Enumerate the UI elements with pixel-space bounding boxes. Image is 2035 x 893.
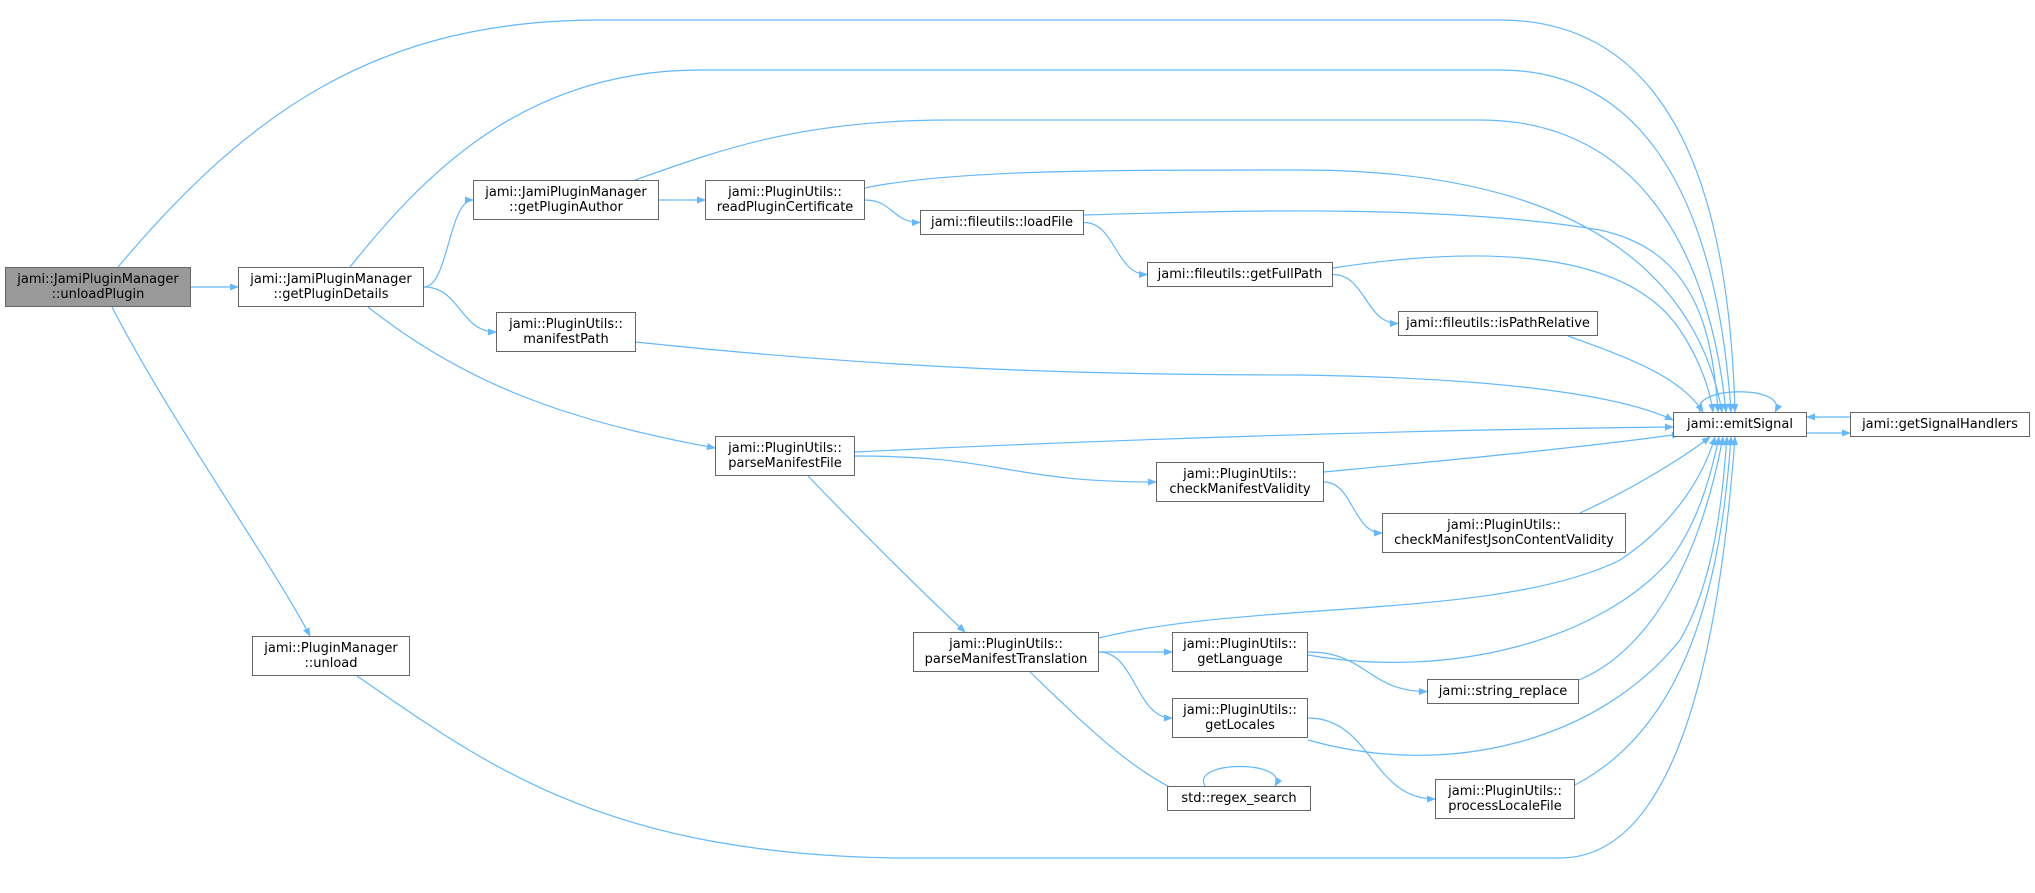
edge-parseManifestFile-to-parseManifestTranslation [807, 475, 966, 633]
edge-getPluginDetails-to-manifestPath [423, 286, 497, 336]
node-label-line: jami::fileutils::getFullPath [1157, 267, 1323, 282]
node-manifestPath[interactable]: jami::PluginUtils::manifestPath [496, 312, 636, 352]
node-label-line: jami::PluginUtils:: [949, 637, 1063, 652]
edge-getLocales-to-processLocaleFile [1307, 717, 1436, 803]
edge-getPluginDetails-to-getPluginAuthor [423, 196, 474, 288]
node-label-line: std::regex_search [1181, 791, 1297, 806]
node-label-line: getLocales [1205, 718, 1275, 733]
node-label-line: checkManifestJsonContentValidity [1394, 533, 1614, 548]
node-label-line: jami::PluginUtils:: [509, 317, 623, 332]
edge-parseManifestTranslation-to-getLocales [1098, 651, 1173, 722]
edge-manifestPath-to-emitSignal [635, 341, 1674, 421]
node-isPathRelative[interactable]: jami::fileutils::isPathRelative [1398, 311, 1598, 336]
node-parseManifestTranslation[interactable]: jami::PluginUtils::parseManifestTranslat… [913, 632, 1099, 672]
node-label-line: jami::fileutils::loadFile [930, 215, 1074, 230]
node-label-line: checkManifestValidity [1169, 482, 1311, 497]
edge-readPluginCertificate-to-emitSignal [864, 169, 1725, 413]
node-getPluginDetails[interactable]: jami::JamiPluginManager::getPluginDetail… [238, 267, 424, 307]
node-readPluginCertificate[interactable]: jami::PluginUtils::readPluginCertificate [705, 180, 865, 220]
edge-stringReplace-to-emitSignal [1578, 436, 1726, 681]
edge-regexSearch-to-regexSearch [1202, 766, 1283, 787]
node-label-line: jami::PluginUtils:: [1183, 467, 1297, 482]
edge-pmUnload-to-emitSignal [356, 436, 1738, 859]
node-checkManifestValidity[interactable]: jami::PluginUtils::checkManifestValidity [1156, 462, 1324, 502]
edge-isPathRelative-to-emitSignal [1567, 335, 1704, 413]
node-label-line: jami::JamiPluginManager [250, 272, 412, 287]
edge-processLocaleFile-to-emitSignal [1574, 436, 1735, 786]
node-getSignalHandlers[interactable]: jami::getSignalHandlers [1850, 412, 2030, 437]
edge-loadFile-to-emitSignal [1083, 210, 1722, 413]
node-parseManifestFile[interactable]: jami::PluginUtils::parseManifestFile [715, 436, 855, 476]
node-processLocaleFile[interactable]: jami::PluginUtils::processLocaleFile [1435, 779, 1575, 819]
node-pmUnload[interactable]: jami::PluginManager::unload [252, 636, 410, 676]
node-label-line: jami::fileutils::isPathRelative [1406, 316, 1590, 331]
edge-readPluginCertificate-to-loadFile [864, 199, 921, 227]
node-label-line: ::getPluginDetails [273, 287, 389, 302]
node-label-line: jami::emitSignal [1687, 417, 1793, 432]
node-label-line: parseManifestTranslation [924, 652, 1088, 667]
node-label-line: jami::PluginUtils:: [1448, 784, 1562, 799]
node-getLanguage[interactable]: jami::PluginUtils::getLanguage [1172, 632, 1308, 672]
node-label-line: jami::PluginUtils:: [728, 441, 842, 456]
node-label-line: ::unloadPlugin [51, 287, 145, 302]
node-label-line: parseManifestFile [728, 456, 842, 471]
edge-parseManifestFile-to-checkManifestValidity [854, 455, 1157, 486]
node-emitSignal[interactable]: jami::emitSignal [1673, 412, 1807, 437]
edge-getLanguage-to-stringReplace [1307, 651, 1428, 696]
node-stringReplace[interactable]: jami::string_replace [1427, 679, 1579, 704]
edge-getFullPath-to-emitSignal [1332, 255, 1716, 413]
node-label-line: jami::PluginUtils:: [728, 185, 842, 200]
edge-parseManifestFile-to-emitSignal [854, 423, 1674, 453]
edge-loadFile-to-getFullPath [1083, 221, 1148, 279]
node-label-line: jami::JamiPluginManager [485, 185, 647, 200]
edge-emitSignal-to-emitSignal [1698, 391, 1783, 413]
node-loadFile[interactable]: jami::fileutils::loadFile [920, 210, 1084, 235]
node-label-line: jami::PluginUtils:: [1183, 703, 1297, 718]
edge-checkManifestValidity-to-checkManifestJsonContentValidity [1323, 481, 1383, 537]
edge-getPluginDetails-to-parseManifestFile [367, 306, 716, 451]
node-label-line: manifestPath [523, 332, 609, 347]
node-label-line: jami::getSignalHandlers [1862, 417, 2018, 432]
node-getFullPath[interactable]: jami::fileutils::getFullPath [1147, 262, 1333, 287]
edge-getPluginAuthor-to-emitSignal [634, 119, 1729, 413]
node-label-line: jami::PluginUtils:: [1447, 518, 1561, 533]
node-label-line: processLocaleFile [1448, 799, 1562, 814]
node-getLocales[interactable]: jami::PluginUtils::getLocales [1172, 698, 1308, 738]
edge-parseManifestTranslation-to-emitSignal [1098, 436, 1717, 639]
node-label-line: ::unload [304, 656, 358, 671]
node-label-line: readPluginCertificate [716, 200, 854, 215]
edge-getLocales-to-emitSignal [1307, 436, 1730, 756]
node-getPluginAuthor[interactable]: jami::JamiPluginManager::getPluginAuthor [473, 180, 659, 220]
edge-unloadPlugin-to-pmUnload [111, 306, 311, 637]
edge-getFullPath-to-isPathRelative [1332, 273, 1399, 328]
node-label-line: jami::PluginUtils:: [1183, 637, 1297, 652]
edge-checkManifestValidity-to-emitSignal [1323, 431, 1681, 473]
node-label-line: getLanguage [1197, 652, 1283, 667]
node-checkManifestJsonContentValidity[interactable]: jami::PluginUtils::checkManifestJsonCont… [1382, 513, 1626, 553]
node-regexSearch[interactable]: std::regex_search [1167, 786, 1311, 811]
node-label-line: jami::string_replace [1438, 684, 1568, 699]
edge-getPluginDetails-to-emitSignal [349, 69, 1735, 413]
edge-unloadPlugin-to-emitSignal [117, 19, 1739, 413]
edge-getLanguage-to-emitSignal [1307, 436, 1721, 663]
edge-checkManifestJsonContentValidity-to-emitSignal [1579, 436, 1711, 514]
edge-parseManifestTranslation-to-regexSearch [1029, 671, 1181, 793]
node-label-line: jami::JamiPluginManager [17, 272, 179, 287]
node-unloadPlugin[interactable]: jami::JamiPluginManager::unloadPlugin [5, 267, 191, 307]
node-label-line: ::getPluginAuthor [509, 200, 623, 215]
node-label-line: jami::PluginManager [264, 641, 398, 656]
